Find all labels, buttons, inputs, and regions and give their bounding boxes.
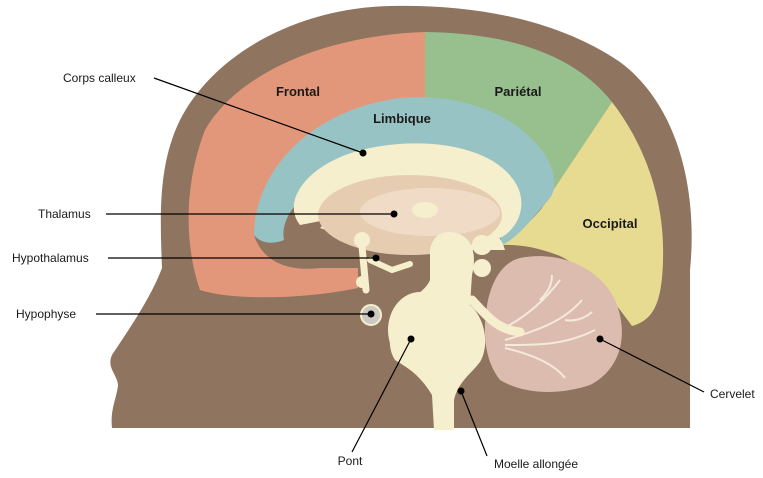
pons-label: Pont xyxy=(338,454,363,468)
colliculus-2 xyxy=(473,259,491,277)
colliculus xyxy=(472,235,492,255)
occipital-label: Occipital xyxy=(583,216,638,231)
parietal-label: Pariétal xyxy=(495,84,542,99)
pons-bulge xyxy=(388,292,452,368)
frontal-label: Frontal xyxy=(276,84,320,99)
hypothalamus-bulb xyxy=(356,276,368,288)
medulla-label: Moelle allongée xyxy=(494,457,578,471)
cerebellum-label: Cervelet xyxy=(710,387,755,401)
thalamus-label: Thalamus xyxy=(38,207,91,221)
corpus-callosum-label: Corps calleux xyxy=(63,71,136,85)
hypothalamus-label: Hypothalamus xyxy=(12,251,89,265)
pituitary-label: Hypophyse xyxy=(16,307,76,321)
limbic-label: Limbique xyxy=(373,111,431,126)
thalamus-spot xyxy=(412,202,438,218)
